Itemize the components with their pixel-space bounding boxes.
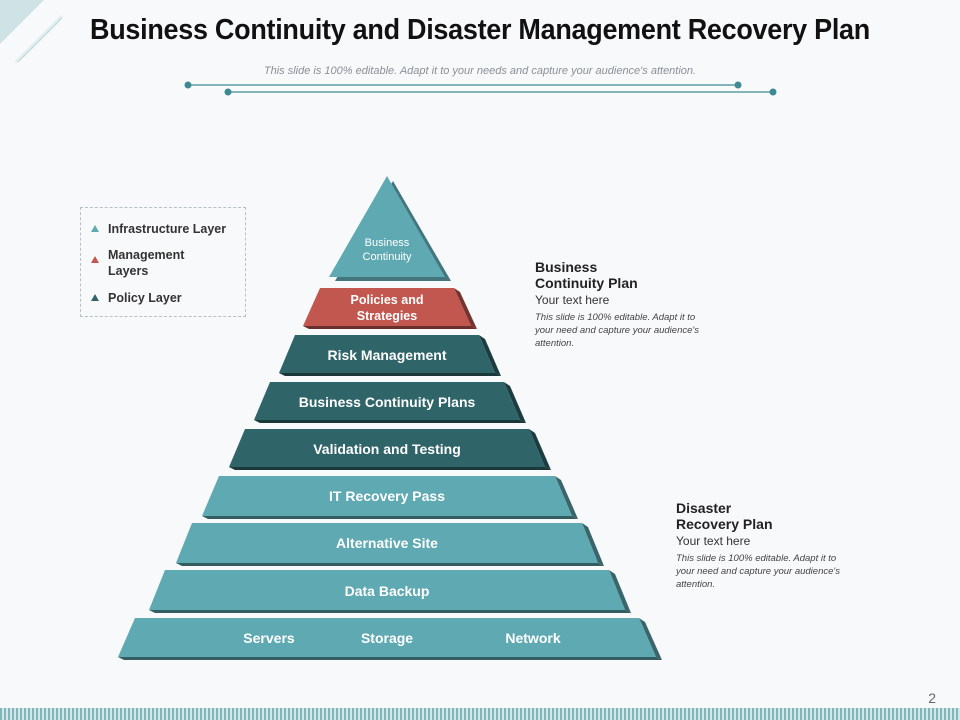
pyramid-base-side <box>639 618 662 660</box>
pyramid-layer-7 <box>149 570 625 610</box>
layer-data-backup: Data Backup <box>344 583 430 599</box>
pyramid-apex-label: Business Continuity <box>362 237 412 263</box>
legend: Infrastructure Layer Management Layers P… <box>80 207 246 317</box>
page-number: 2 <box>928 690 936 706</box>
layer-risk-management: Risk Management <box>327 347 447 363</box>
pyramid-layer-3 <box>254 382 520 420</box>
pyramid-layer-4-side <box>529 429 551 470</box>
triangle-icon <box>91 225 99 232</box>
pyramid-layer-2-edge <box>279 373 501 376</box>
pyramid-layer-1-side <box>454 288 477 329</box>
note-description: This slide is 100% editable. Adapt it to… <box>676 553 840 590</box>
triangle-icon <box>91 256 99 263</box>
layer-validation-and-testing: Validation and Testing <box>313 441 461 457</box>
note-disaster-recovery: Disaster Recovery Plan Your text here Th… <box>676 500 846 591</box>
note-description: This slide is 100% editable. Adapt it to… <box>535 312 699 349</box>
pyramid-layer-6 <box>176 523 598 563</box>
pyramid-layer-5-edge <box>202 516 578 519</box>
note-title: Business Continuity Plan <box>535 259 638 291</box>
pyramid-layer-7-side <box>609 570 631 613</box>
pyramid-layer-4-edge <box>229 467 551 470</box>
legend-label: Policy Layer <box>108 291 182 305</box>
layer-business-continuity-plans: Business Continuity Plans <box>298 394 476 410</box>
legend-label: Management Layers <box>108 248 185 278</box>
pyramid-layer-4 <box>229 429 545 467</box>
note-text: Your text here <box>535 293 610 307</box>
legend-item-management: Management Layers <box>91 247 201 279</box>
triangle-icon <box>91 294 99 301</box>
pyramid-layer-2 <box>279 335 495 373</box>
base-network: Network <box>505 630 561 646</box>
note-business-continuity: Business Continuity Plan Your text here … <box>535 259 705 350</box>
base-storage: Storage <box>360 630 414 646</box>
pyramid-base-edge <box>118 657 662 660</box>
legend-item-policy: Policy Layer <box>91 290 182 306</box>
pyramid-layer-1-edge <box>303 326 477 329</box>
layer-alternative-site: Alternative Site <box>336 535 438 551</box>
pyramid-apex <box>329 176 445 277</box>
pyramid-layer-1 <box>303 288 471 326</box>
legend-item-infrastructure: Infrastructure Layer <box>91 221 226 237</box>
pyramid-base <box>118 618 656 657</box>
base-servers: Servers <box>243 630 295 646</box>
corner-decoration <box>0 0 63 63</box>
page-subtitle: This slide is 100% editable. Adapt it to… <box>263 65 697 77</box>
note-text: Your text here <box>676 534 751 548</box>
page-title: Business Continuity and Disaster Managem… <box>90 14 870 46</box>
note-title: Disaster Recovery Plan <box>676 500 773 532</box>
legend-label: Infrastructure Layer <box>108 222 227 236</box>
pyramid-layer-7-edge <box>149 610 631 613</box>
pyramid-layer-3-edge <box>254 420 526 423</box>
layer-it-recovery-pass: IT Recovery Pass <box>329 488 445 504</box>
pyramid-layer-3-side <box>504 382 526 423</box>
pyramid-layer-5-side <box>555 476 578 519</box>
subtitle-divider <box>184 81 777 96</box>
pyramid-layer-5 <box>202 476 572 516</box>
pyramid-layer-6-side <box>582 523 604 566</box>
pyramid-layer-6-edge <box>176 563 604 566</box>
pyramid-layer-2-side <box>479 335 501 376</box>
layer-policies-and-strategies: Policies and Strategies <box>350 293 424 323</box>
footer-bar <box>0 708 960 720</box>
